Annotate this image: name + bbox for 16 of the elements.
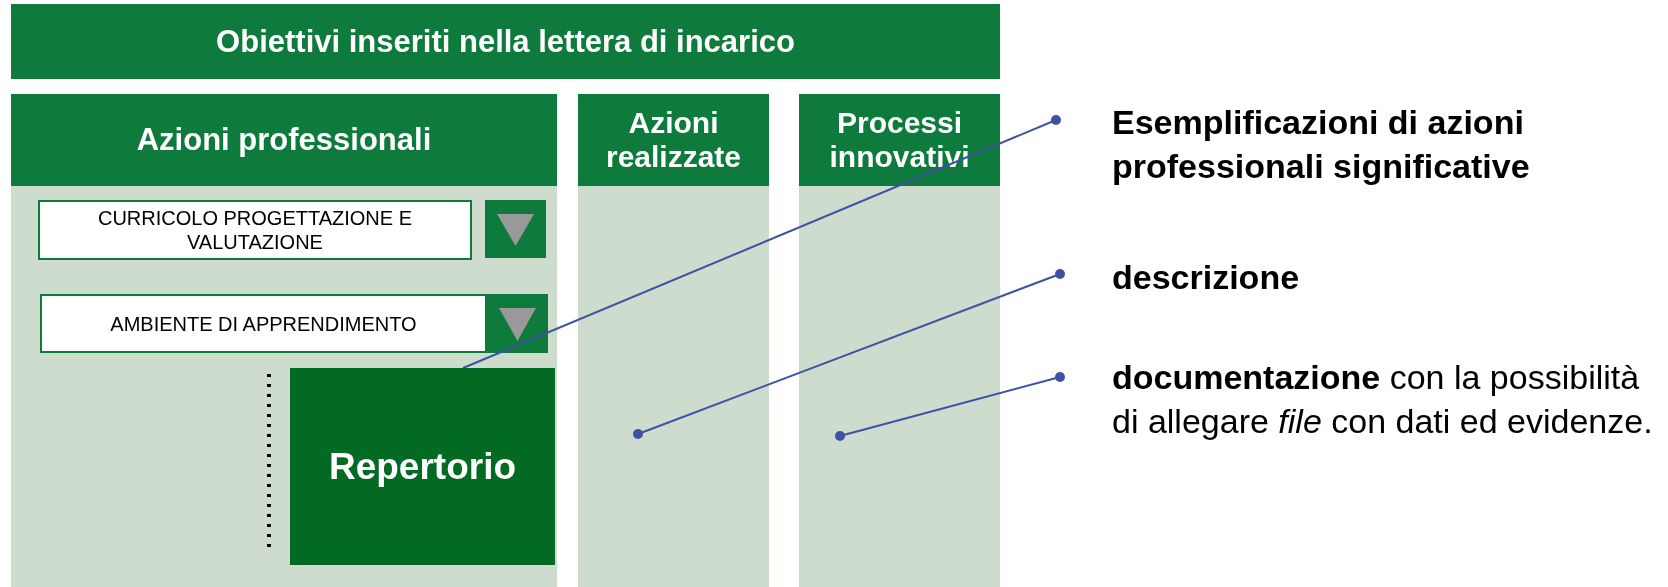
dropdown-field: CURRICOLO PROGETTAZIONE E VALUTAZIONE — [38, 200, 472, 260]
leader-line — [633, 269, 1065, 439]
column-header: Processi innovativi — [799, 94, 1000, 186]
description-text: descrizione — [1112, 255, 1662, 300]
title-bar: Obiettivi inseriti nella lettera di incarico — [11, 4, 1000, 79]
leader-line — [835, 372, 1065, 441]
description-text: Esemplificazioni di azioni professionali significative — [1112, 100, 1662, 189]
column-panel — [578, 94, 769, 587]
repertoire-button: Repertorio — [290, 368, 555, 565]
column-header: Azioni realizzate — [578, 94, 769, 186]
leader-line — [462, 115, 1061, 369]
column-panel — [11, 94, 557, 587]
column-header: Azioni professionali — [11, 94, 557, 186]
column-panel — [799, 94, 1000, 587]
dropdown-field: AMBIENTE DI APPRENDIMENTO — [40, 294, 487, 353]
description-text: documentazione con la possibilità di allegare file con dati ed evidenze. — [1112, 355, 1662, 444]
